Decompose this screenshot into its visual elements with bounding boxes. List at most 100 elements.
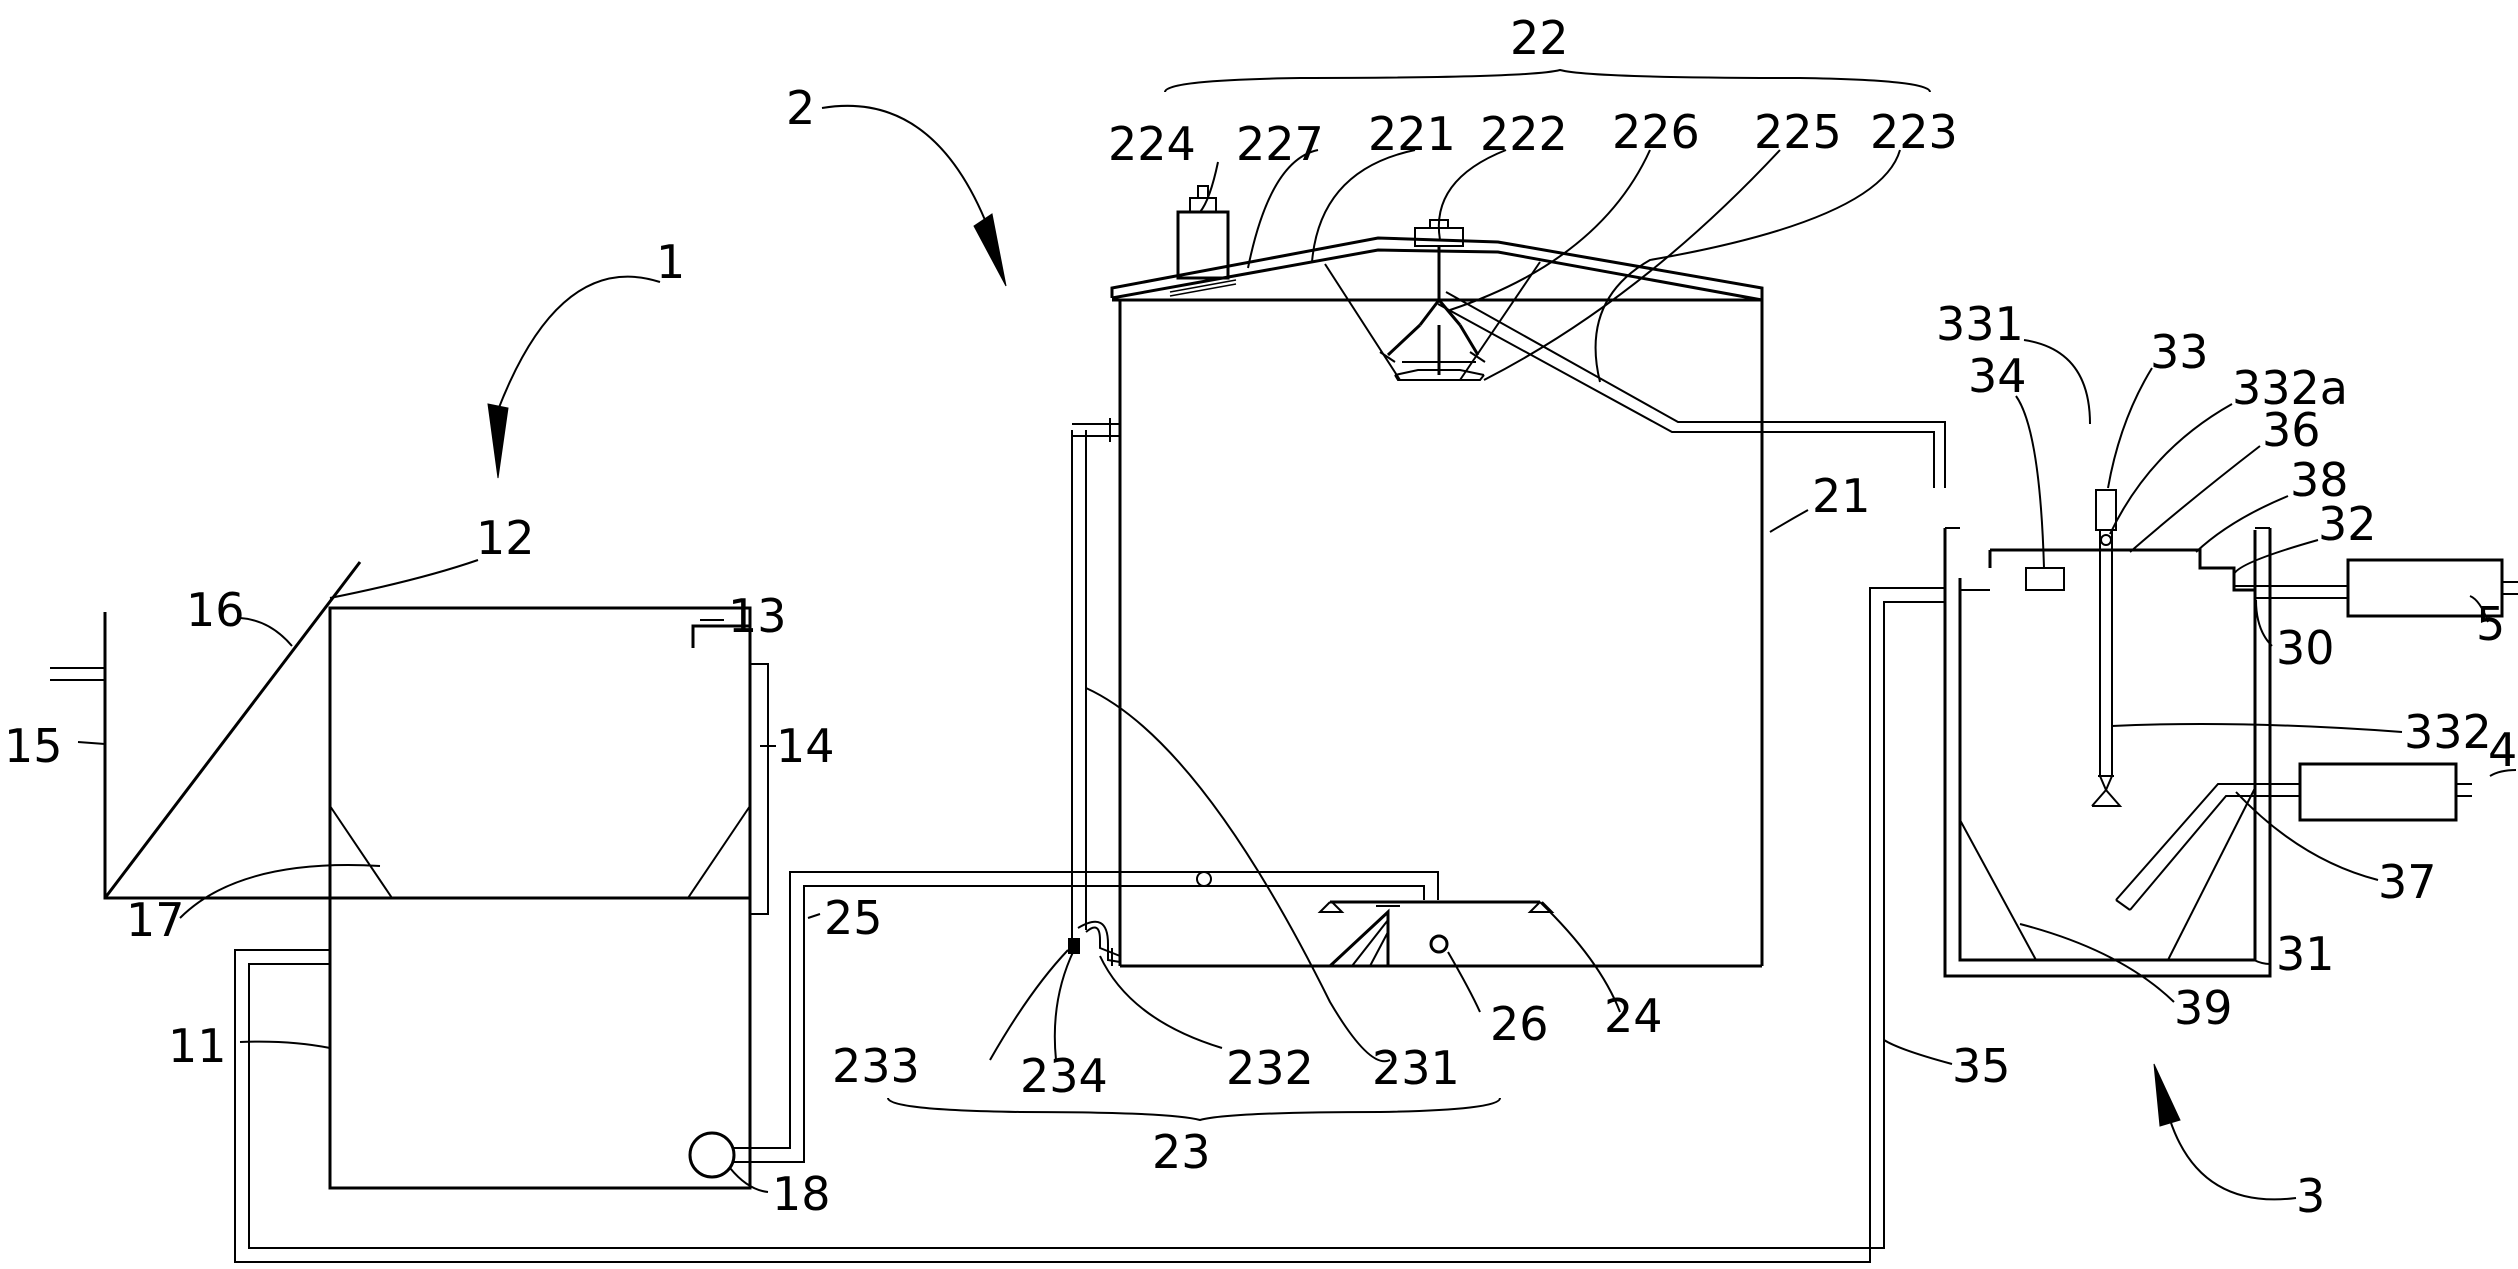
leader-227	[1247, 149, 1319, 269]
label-37: 37	[2378, 855, 2437, 909]
leader-226	[1449, 149, 1651, 311]
label-331: 331	[1936, 297, 2024, 351]
hopper-39-left	[1959, 819, 2037, 961]
roof-underside	[1111, 248, 1763, 302]
leader-221	[1311, 149, 1416, 263]
arm-226-b	[1437, 299, 1462, 326]
aerator-right-nozzle	[1527, 901, 1555, 913]
spray-arm-left	[1386, 323, 1422, 357]
leader-17	[179, 864, 381, 919]
leader-223	[1594, 149, 1901, 383]
leader-24	[1539, 901, 1621, 1013]
label-223: 223	[1870, 105, 1958, 159]
leader-34	[2015, 395, 2045, 569]
leader-38	[2195, 495, 2289, 553]
label-34: 34	[1968, 349, 2027, 403]
pipe-37-end	[2115, 899, 2131, 911]
label-22: 22	[1510, 11, 1569, 65]
stand-left	[1328, 908, 1390, 968]
label-232: 232	[1226, 1041, 1314, 1095]
label-26: 26	[1490, 997, 1549, 1051]
leader-36	[2129, 445, 2261, 553]
label-227: 227	[1236, 117, 1324, 171]
label-226: 226	[1612, 105, 1700, 159]
valve-33	[2095, 489, 2117, 531]
label-5: 5	[2476, 597, 2505, 651]
arrow-2-shaft	[821, 104, 986, 221]
leader-222	[1437, 149, 1507, 241]
valve-233	[1068, 938, 1080, 954]
label-14: 14	[776, 719, 835, 773]
leader-15	[77, 741, 106, 745]
label-31: 31	[2276, 927, 2335, 981]
label-25: 25	[824, 891, 883, 945]
pipe-25-lower	[734, 885, 1425, 1163]
leader-35	[1883, 1039, 1953, 1065]
diffuser-r	[2105, 775, 2113, 791]
diffuser-l	[2099, 775, 2107, 791]
leader-332a	[2109, 403, 2233, 535]
label-17: 17	[126, 893, 185, 947]
label-24: 24	[1604, 989, 1663, 1043]
aerator-left-nozzle	[1317, 901, 1345, 913]
label-35: 35	[1952, 1039, 2011, 1093]
leader-11	[239, 1040, 331, 1049]
arrow-3-shaft	[2169, 1119, 2297, 1201]
vent-knob	[1197, 185, 1209, 199]
label-332: 332	[2404, 705, 2492, 759]
label-23: 23	[1152, 1125, 1211, 1179]
assembly-arrows	[487, 68, 2297, 1201]
label-32: 32	[2318, 497, 2377, 551]
leader-225	[1483, 149, 1781, 381]
label-224: 224	[1108, 117, 1196, 171]
leader-4	[2489, 769, 2517, 777]
bend-232-b	[1077, 920, 1121, 963]
leader-224	[1199, 161, 1219, 213]
leader-233	[989, 949, 1069, 1061]
leader-31	[2253, 959, 2271, 965]
leader-12	[329, 559, 479, 599]
leader-234	[1053, 949, 1075, 1061]
leader-332	[2111, 723, 2403, 733]
label-1: 1	[656, 235, 685, 289]
label-231: 231	[1372, 1041, 1460, 1095]
drain-26	[1429, 934, 1449, 954]
leader-21	[1769, 509, 1809, 533]
assembly-3-tank	[1943, 489, 2518, 978]
label-332a: 332a	[2232, 361, 2348, 415]
valve-on-pipe-25	[1196, 871, 1212, 887]
label-234: 234	[1020, 1049, 1108, 1103]
arrow-2-head	[973, 213, 1007, 287]
device-5	[2346, 558, 2504, 618]
label-233: 233	[832, 1039, 920, 1093]
label-12: 12	[476, 511, 535, 565]
leader-5	[2469, 595, 2489, 623]
hood-221-right	[1459, 261, 1541, 381]
arrow-1-shaft	[497, 275, 661, 411]
disc-225-top	[1394, 369, 1485, 376]
nozzle-b	[1469, 351, 1486, 363]
tank-31-inner	[1958, 530, 2257, 962]
label-21: 21	[1812, 469, 1871, 523]
label-16: 16	[186, 583, 245, 637]
point-332a	[2100, 534, 2112, 546]
leader-16	[239, 617, 293, 647]
assembly-1-tank-unit	[50, 561, 1945, 1263]
pipe-223-lower	[1437, 303, 1935, 488]
leader-30	[2255, 599, 2273, 647]
leader-lines	[77, 149, 2517, 1193]
label-36: 36	[2262, 403, 2321, 457]
label-39: 39	[2174, 981, 2233, 1035]
inclined-screen-16	[103, 561, 362, 899]
pump-18	[688, 1131, 736, 1179]
leader-33	[2107, 367, 2153, 489]
baffle-right	[687, 805, 751, 899]
hopper-39-right	[2167, 787, 2256, 961]
label-3: 3	[2296, 1169, 2325, 1223]
tank-31-outer	[1943, 528, 2272, 978]
vent-cap	[1189, 197, 1217, 213]
assembly-2-reactor	[1068, 185, 1946, 968]
level-gauge-14	[749, 663, 769, 915]
